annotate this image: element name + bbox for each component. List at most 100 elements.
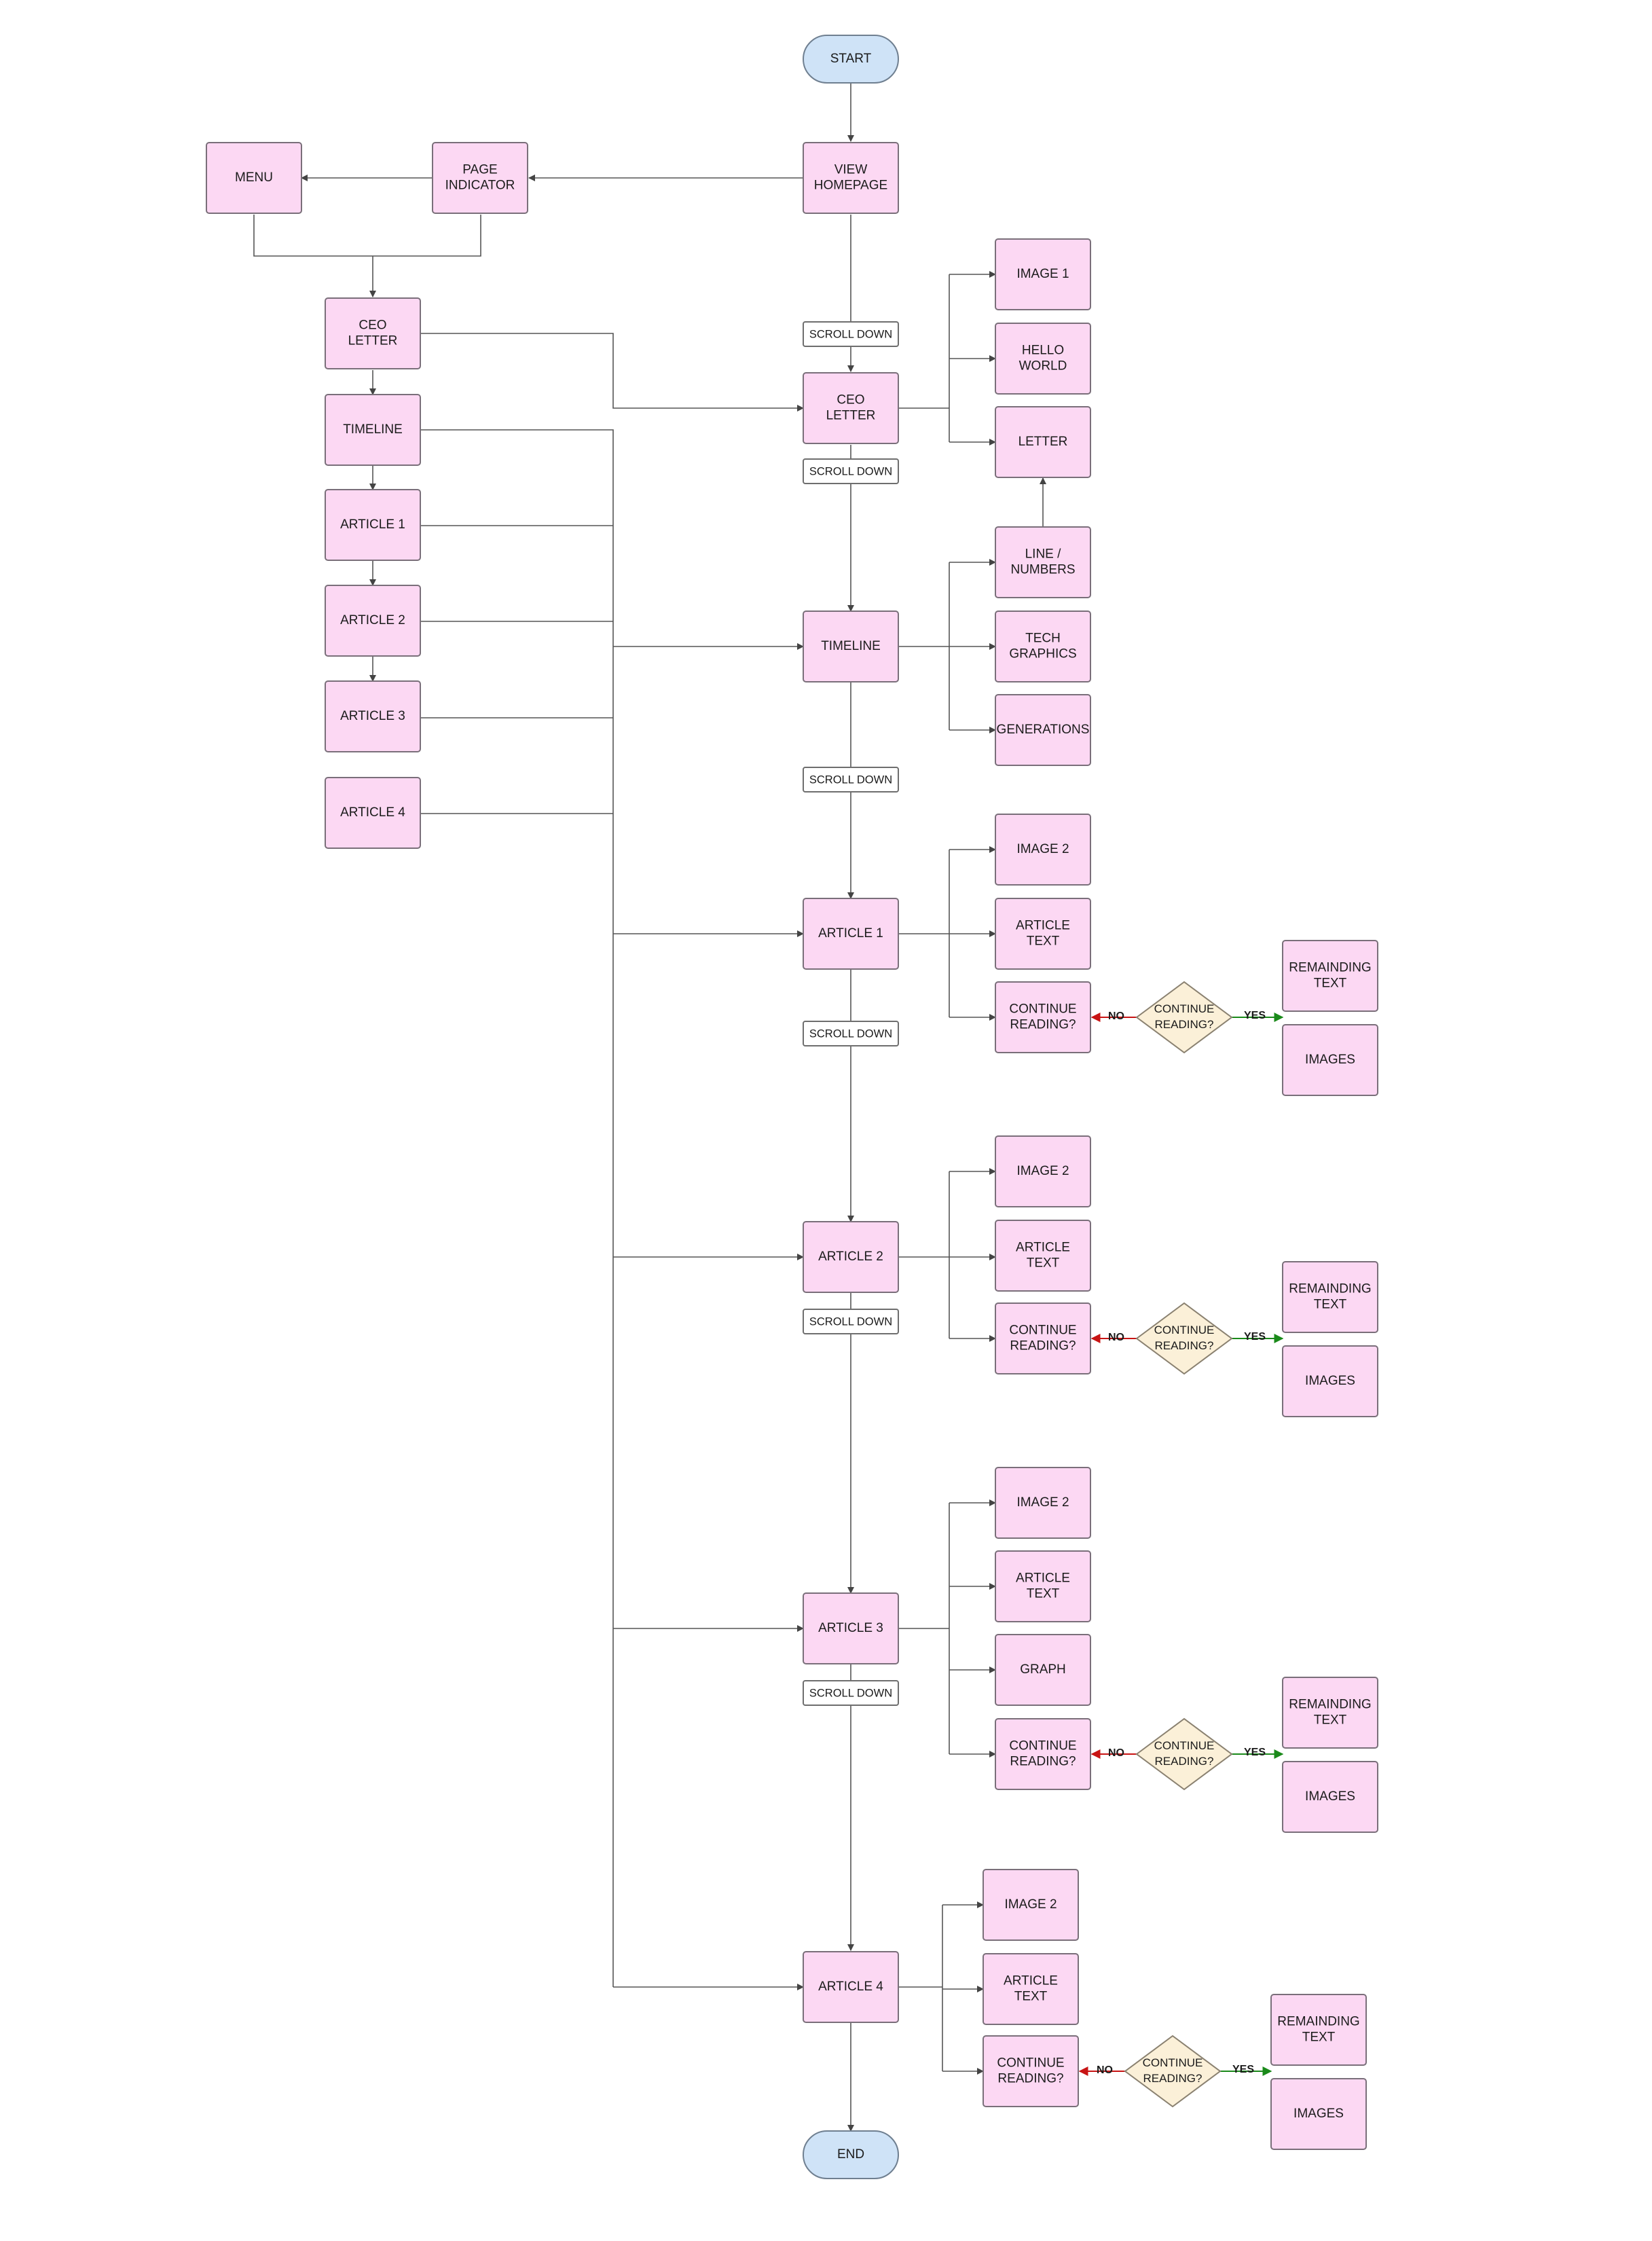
- scroll-down-label-1-shape: [803, 321, 899, 347]
- article-2-continue-reading-box-text: READING?: [1010, 1339, 1076, 1353]
- article-4-decision-shape: [1124, 2035, 1222, 2108]
- article-4-decision-yes-label: YES: [1232, 2064, 1254, 2075]
- article-4-box: ARTICLE 4: [803, 1951, 899, 2023]
- tech-graphics-box-shape: [995, 611, 1091, 682]
- article-3-decision-shape: [1135, 1717, 1233, 1791]
- article-4-remainding-text-box-shape: [1270, 1994, 1367, 2066]
- scroll-down-label-5: SCROLL DOWN: [803, 1309, 899, 1334]
- menu-box-shape: [206, 142, 302, 214]
- article-4-text-box: ARTICLE TEXT: [983, 1953, 1079, 2025]
- article-4-images-box-shape: [1270, 2078, 1367, 2150]
- scroll-down-label-3-text: SCROLL DOWN: [809, 773, 892, 786]
- scroll-down-label-5-text: SCROLL DOWN: [809, 1315, 892, 1328]
- article-3-remainding-text-box-text: TEXT: [1314, 1713, 1347, 1728]
- article-4-continue-reading-box-text: CONTINUE: [997, 2056, 1064, 2071]
- article-3-graph-box: GRAPH: [995, 1634, 1091, 1706]
- nav-article-1-box: ARTICLE 1: [325, 489, 421, 561]
- view-homepage-box-text: HOMEPAGE: [814, 179, 887, 193]
- hello-world-box-text: HELLO: [1022, 344, 1064, 358]
- end-terminal-shape: [803, 2130, 899, 2179]
- line-nav-bus: [420, 429, 614, 1987]
- article-1-continue-reading-box-shape: [995, 981, 1091, 1053]
- article-2-remainding-text-box-text: TEXT: [1314, 1298, 1347, 1312]
- article-2-box-shape: [803, 1221, 899, 1293]
- nav-article-3-box: ARTICLE 3: [325, 680, 421, 752]
- scroll-down-label-1-text: SCROLL DOWN: [809, 328, 892, 340]
- page-indicator-box-text: INDICATOR: [445, 179, 515, 193]
- shapes: STARTENDVIEWHOMEPAGEPAGEINDICATORMENUCEO…: [206, 35, 1378, 2179]
- nav-article-4-box: ARTICLE 4: [325, 777, 421, 849]
- scroll-down-label-5-shape: [803, 1309, 899, 1334]
- nav-article-3-box-text: ARTICLE 3: [340, 709, 405, 723]
- article-4-continue-reading-box-text: READING?: [997, 2072, 1063, 2086]
- article-1-decision-no-label: NO: [1108, 1010, 1124, 1022]
- ceo-letter-box-shape: [803, 372, 899, 444]
- arrow-nav-ceo-to-ceo: [420, 333, 804, 412]
- article-4-decision: CONTINUE READING?: [1124, 2035, 1222, 2108]
- article-2-text-box-shape: [995, 1220, 1091, 1292]
- article-2-images-box-text: IMAGES: [1305, 1374, 1355, 1388]
- nav-timeline-box-shape: [325, 394, 421, 466]
- generations-box: GENERATIONS: [995, 694, 1091, 766]
- start-terminal-text: START: [830, 52, 872, 66]
- article-3-decision-yes-label: YES: [1244, 1747, 1266, 1758]
- article-1-remainding-text-box-text: TEXT: [1314, 977, 1347, 991]
- article-4-remainding-text-box-text: REMAINDING: [1277, 2015, 1359, 2029]
- article-3-box: ARTICLE 3: [803, 1592, 899, 1664]
- article-3-text-box-text: ARTICLE: [1016, 1571, 1070, 1586]
- article-3-continue-reading-box-text: READING?: [1010, 1755, 1076, 1769]
- article-1-image-2-box-shape: [995, 814, 1091, 886]
- article-1-decision-shape: [1135, 981, 1233, 1054]
- article-4-text-box-text: ARTICLE: [1004, 1974, 1058, 1988]
- article-3-images-box-shape: [1282, 1761, 1378, 1833]
- article-2-continue-reading-box-text: CONTINUE: [1009, 1324, 1076, 1338]
- article-3-text-box-shape: [995, 1550, 1091, 1622]
- article-3-continue-reading-box-text: CONTINUE: [1009, 1739, 1076, 1753]
- article-2-text-box-text: TEXT: [1027, 1256, 1060, 1271]
- article-1-text-box-shape: [995, 898, 1091, 970]
- nav-ceo-letter-box-text: CEO: [359, 318, 386, 333]
- article-4-decision-text: READING?: [1143, 2072, 1203, 2085]
- article-1-image-2-box-text: IMAGE 2: [1016, 842, 1069, 856]
- article-3-continue-reading-box: CONTINUE READING?: [995, 1718, 1091, 1790]
- scroll-down-label-4-shape: [803, 1021, 899, 1046]
- timeline-box-shape: [803, 611, 899, 682]
- nav-article-1-box-shape: [325, 489, 421, 561]
- nav-article-1-box-text: ARTICLE 1: [340, 517, 405, 532]
- nav-article-4-box-shape: [325, 777, 421, 849]
- nav-article-2-box-text: ARTICLE 2: [340, 613, 405, 627]
- article-3-graph-box-text: GRAPH: [1020, 1662, 1066, 1677]
- scroll-down-label-6-text: SCROLL DOWN: [809, 1687, 892, 1699]
- article-2-image-2-box-shape: [995, 1135, 1091, 1207]
- article-4-box-shape: [803, 1951, 899, 2023]
- article-1-remainding-text-box-text: REMAINDING: [1289, 961, 1371, 975]
- article-2-images-box: IMAGES: [1282, 1345, 1378, 1417]
- article-4-decision-text: CONTINUE: [1143, 2056, 1203, 2069]
- article-4-box-text: ARTICLE 4: [818, 1980, 883, 1994]
- line-numbers-box-text: NUMBERS: [1010, 563, 1075, 577]
- scroll-down-label-6: SCROLL DOWN: [803, 1680, 899, 1706]
- tech-graphics-box-text: GRAPHICS: [1009, 647, 1076, 661]
- nav-ceo-letter-box-shape: [325, 297, 421, 369]
- article-2-decision-no-label: NO: [1108, 1332, 1124, 1343]
- scroll-down-label-4: SCROLL DOWN: [803, 1021, 899, 1046]
- article-4-text-box-text: TEXT: [1014, 1990, 1048, 2004]
- article-4-image-2-box-shape: [983, 1869, 1079, 1941]
- article-1-decision-yes-label: YES: [1244, 1010, 1266, 1021]
- article-2-decision-shape: [1135, 1302, 1233, 1375]
- ceo-letter-box-text: CEO: [837, 393, 864, 407]
- image-1-box: IMAGE 1: [995, 238, 1091, 310]
- line-numbers-box-text: LINE /: [1025, 547, 1062, 562]
- article-1-images-box: IMAGES: [1282, 1024, 1378, 1096]
